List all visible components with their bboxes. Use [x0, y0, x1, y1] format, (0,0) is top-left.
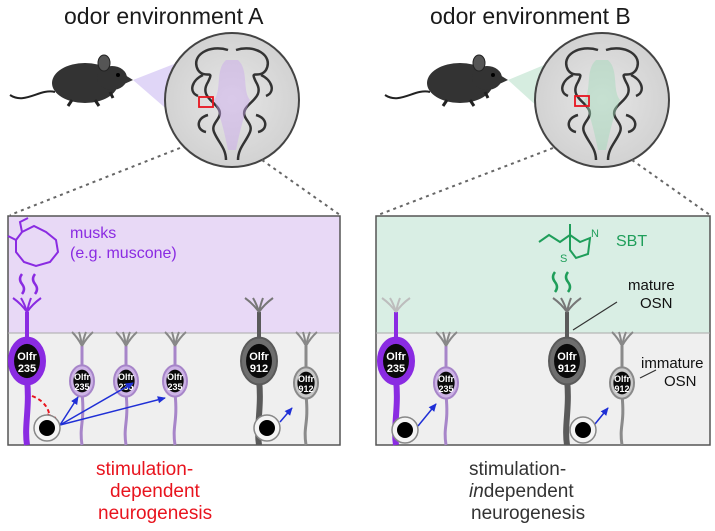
odor-signal-a [18, 273, 39, 295]
odor-example-a: (e.g. muscone) [70, 245, 177, 262]
immature-osn-olfr235-a2-label-1: Olfr [118, 372, 134, 382]
odor-name-b: SBT [616, 233, 648, 250]
turbinate-tint-b [584, 60, 620, 150]
caption-a-line1: stimulation- [96, 459, 194, 480]
tint-region-a [8, 216, 340, 333]
caption-b-line1: stimulation- [469, 459, 567, 480]
mature-osn-olfr912-a-label-1: Olfr [249, 351, 269, 363]
basal-stem-cell-b2 [569, 416, 597, 444]
panel-frame-b [375, 215, 711, 446]
mouse-icon-a [9, 54, 133, 107]
nasal-cavity-circle-a [164, 32, 300, 168]
odor-name-a: musks [70, 225, 117, 242]
caption-b-italic-prefix: in [469, 481, 484, 502]
immature-osn-olfr912-a-label-1: Olfr [298, 374, 314, 384]
neurogenesis-arrows-b [417, 403, 609, 427]
tint-region-b [376, 216, 710, 333]
caption-b-line3: neurogenesis [471, 503, 586, 524]
immature-osn-pointer [639, 369, 657, 379]
mature-osn-olfr235-a-label-2: 235 [18, 363, 36, 375]
caption-a-line2: dependent [110, 481, 200, 502]
immature-osn-label-1: immature [641, 355, 704, 372]
mouse-icon-b [384, 54, 508, 107]
immature-osn-olfr235-a3-label-1: Olfr [167, 372, 183, 382]
nasal-cavity-circle-b [534, 32, 670, 168]
basal-stem-cell-a1 [33, 414, 61, 442]
mature-osn-olfr912-b-label-1: Olfr [557, 351, 577, 363]
panel-a: Olfr235Olfr235Olfr235Olfr235Olfr912Olfr9… [7, 32, 341, 446]
immature-osn-olfr235-b-label-1: Olfr [438, 374, 454, 384]
neurogenesis-arrows-a [31, 382, 293, 426]
odor-signal-b [551, 271, 572, 293]
sbt-nitrogen-label: N [591, 228, 599, 240]
immature-osn-olfr235-a1-label-2: 235 [74, 382, 89, 392]
sbt-structure-icon [538, 224, 592, 260]
mature-osn-olfr235-b-label-1: Olfr [386, 351, 406, 363]
caption-b-line2: independent [469, 482, 574, 502]
caption-b-line2-rest: dependent [483, 481, 574, 502]
mature-osn-olfr912-a-label-2: 912 [250, 363, 268, 375]
immature-osn-olfr235-a3-label-2: 235 [167, 382, 182, 392]
mature-osn-olfr912-b-label-2: 912 [558, 363, 576, 375]
immature-osn-olfr912-a-label-2: 912 [298, 384, 313, 394]
mature-osn-olfr235-a-label-1: Olfr [17, 351, 37, 363]
immature-osn-label-2: OSN [664, 373, 697, 390]
basal-stem-cell-a2 [253, 414, 281, 442]
caption-a-line3: neurogenesis [98, 503, 213, 524]
immature-osn-olfr912-b-label-1: Olfr [614, 374, 630, 384]
mature-osn-olfr235-b-label-2: 235 [387, 363, 405, 375]
mature-osn-label-2: OSN [640, 295, 673, 312]
immature-osn-olfr912-b-label-2: 912 [614, 384, 629, 394]
sample-box-a [198, 96, 214, 108]
panel-b-title: odor environment B [430, 3, 631, 29]
muscone-structure-icon [7, 217, 60, 268]
mature-osn-pointer [572, 301, 618, 331]
turbinate-a [191, 47, 273, 161]
immature-osn-olfr235-a1-label-1: Olfr [74, 372, 90, 382]
sbt-sulfur-label: S [560, 253, 567, 265]
sample-box-b [574, 95, 590, 107]
turbinate-tint-a [214, 60, 250, 150]
mature-osn-label-1: mature [628, 277, 675, 294]
panel-a-title: odor environment A [64, 3, 264, 29]
basal-stem-cell-b1 [391, 416, 419, 444]
immature-osn-olfr235-b-label-2: 235 [438, 384, 453, 394]
epithelium-region-b [376, 333, 710, 445]
